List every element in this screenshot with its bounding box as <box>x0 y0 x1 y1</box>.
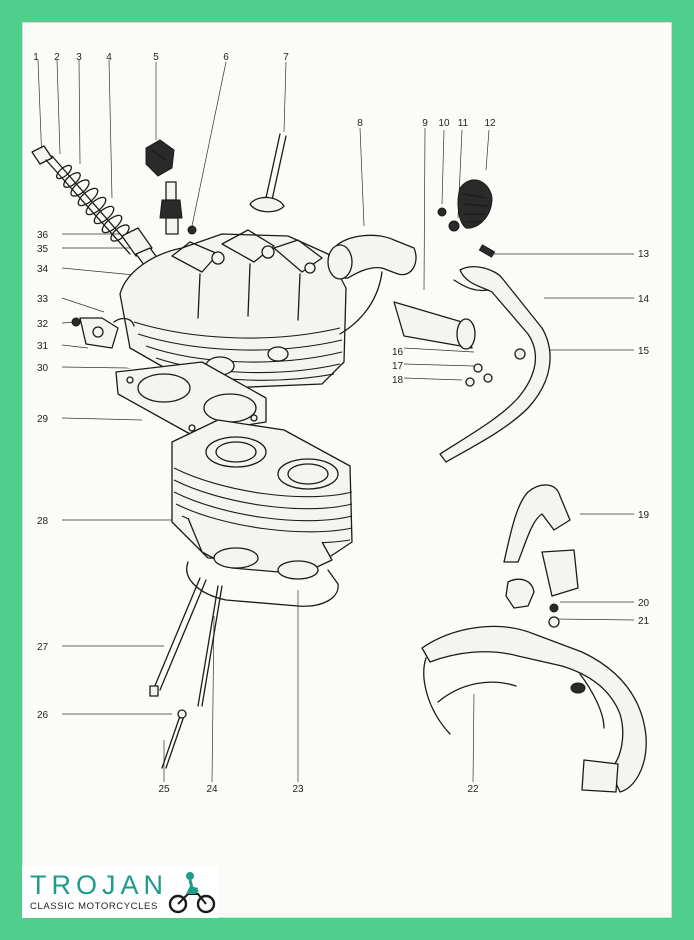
exploded-view-diagram: 1 2 3 4 5 6 7 8 9 10 11 12 13 14 15 16 1… <box>31 52 650 795</box>
callout-28: 28 <box>37 516 49 527</box>
callout-18: 18 <box>392 375 404 386</box>
callout-6: 6 <box>223 52 229 63</box>
callout-16: 16 <box>392 347 404 358</box>
callout-32: 32 <box>37 319 49 330</box>
cylinder-barrel <box>171 419 353 580</box>
callout-26: 26 <box>37 710 49 721</box>
callout-17: 17 <box>392 361 404 372</box>
callout-21: 21 <box>638 616 650 627</box>
callout-36: 36 <box>37 230 49 241</box>
callout-24: 24 <box>206 784 218 795</box>
motorcycle-rider-icon <box>168 872 216 914</box>
leader-lines <box>37 59 635 783</box>
callout-15: 15 <box>638 346 650 357</box>
callout-35: 35 <box>37 244 49 255</box>
trojan-logo: TROJAN CLASSIC MOTORCYCLES <box>22 866 218 918</box>
callout-2: 2 <box>54 52 60 63</box>
parts-diagram-sheet: 1 2 3 4 5 6 7 8 9 10 11 12 13 14 15 16 1… <box>22 22 672 918</box>
exhaust-pipe-right <box>439 266 551 463</box>
logo-tagline: CLASSIC MOTORCYCLES <box>30 901 158 912</box>
callout-4: 4 <box>106 52 112 63</box>
callout-labels: 1 2 3 4 5 6 7 8 9 10 11 12 13 14 15 16 1… <box>33 52 649 795</box>
callout-9: 9 <box>422 118 428 129</box>
callout-23: 23 <box>292 784 304 795</box>
callout-20: 20 <box>638 598 650 609</box>
callout-12: 12 <box>484 118 496 129</box>
callout-8: 8 <box>357 118 363 129</box>
callout-31: 31 <box>37 341 49 352</box>
exhaust-pipes <box>327 234 476 350</box>
callout-3: 3 <box>76 52 82 63</box>
rocker-cap <box>145 139 175 177</box>
callout-22: 22 <box>467 784 479 795</box>
exhaust-fixings <box>437 179 496 258</box>
callout-5: 5 <box>153 52 159 63</box>
head-fittings <box>71 317 135 349</box>
callout-29: 29 <box>37 414 49 425</box>
callout-1: 1 <box>33 52 39 63</box>
callout-33: 33 <box>37 294 49 305</box>
callout-11: 11 <box>458 118 469 129</box>
callout-30: 30 <box>37 363 49 374</box>
callout-34: 34 <box>37 264 49 275</box>
logo-brand: TROJAN <box>30 870 168 900</box>
callout-27: 27 <box>37 642 49 653</box>
rocker-adjuster <box>159 181 197 235</box>
base-gasket <box>186 561 339 607</box>
callout-19: 19 <box>638 510 650 521</box>
push-rods <box>149 577 223 769</box>
callout-25: 25 <box>158 784 170 795</box>
silencer-bracket <box>421 484 647 793</box>
callout-10: 10 <box>438 118 450 129</box>
callout-13: 13 <box>638 249 650 260</box>
callout-7: 7 <box>283 52 289 63</box>
valve <box>249 133 287 213</box>
callout-14: 14 <box>638 294 650 305</box>
